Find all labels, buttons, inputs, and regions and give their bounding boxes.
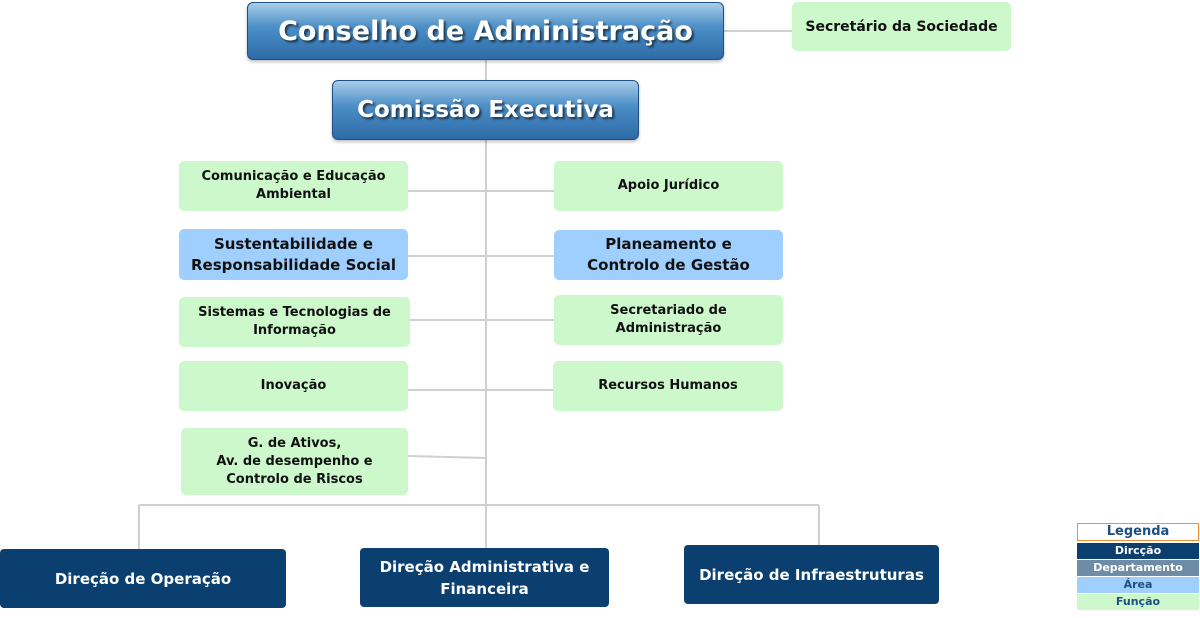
unit-secretariado: Secretariado de Administração <box>554 295 783 345</box>
secretary-box: Secretário da Sociedade <box>792 2 1011 51</box>
unit-label: Sistemas e Tecnologias de Informação <box>198 305 391 338</box>
legend-item-departamento: Departamento <box>1077 560 1199 576</box>
unit-inovacao: Inovação <box>179 361 408 411</box>
board-of-directors-box: Conselho de Administração <box>247 2 724 60</box>
unit-recursos-humanos: Recursos Humanos <box>553 361 783 411</box>
unit-label: Secretariado de Administração <box>610 303 727 336</box>
unit-label: G. de Ativos, Av. de desempenho e Contro… <box>216 435 373 487</box>
board-of-directors-label: Conselho de Administração <box>278 15 693 47</box>
directorate-label: Direção de Operação <box>54 569 232 588</box>
directorate-operacao: Direção de Operação <box>0 549 286 608</box>
connector-left-5 <box>407 455 487 459</box>
directorate-label: Direção de Infraestruturas <box>699 565 924 584</box>
directorate-administrativa: Direção Administrativa e Financeira <box>360 548 609 607</box>
directorate-label: Direção Administrativa e Financeira <box>379 557 590 598</box>
unit-sustentabilidade: Sustentabilidade e Responsabilidade Soci… <box>179 229 408 280</box>
legend-item-area: Área <box>1077 577 1199 593</box>
unit-label: Comunicação e Educação Ambiental <box>201 169 386 202</box>
executive-committee-label: Comissão Executiva <box>357 97 614 123</box>
legend-item-funcao: Função <box>1077 594 1199 610</box>
secretary-label: Secretário da Sociedade <box>805 18 998 35</box>
unit-sistemas: Sistemas e Tecnologias de Informação <box>179 297 410 347</box>
unit-label: Planeamento e Controlo de Gestão <box>587 235 750 274</box>
unit-planeamento: Planeamento e Controlo de Gestão <box>554 230 783 280</box>
directorate-infraestruturas: Direção de Infraestruturas <box>684 545 939 604</box>
legend-title: Legenda <box>1077 523 1199 541</box>
unit-label: Inovação <box>260 378 327 393</box>
executive-committee-box: Comissão Executiva <box>332 80 639 140</box>
unit-label: Apoio Jurídico <box>617 178 720 193</box>
unit-comunicacao: Comunicação e Educação Ambiental <box>179 161 408 211</box>
unit-label: Recursos Humanos <box>598 378 738 393</box>
legend-item-direcao: Dircção <box>1077 543 1199 559</box>
unit-label: Sustentabilidade e Responsabilidade Soci… <box>191 234 396 274</box>
unit-gestao-ativos: G. de Ativos, Av. de desempenho e Contro… <box>181 428 408 495</box>
unit-apoio-juridico: Apoio Jurídico <box>554 161 783 211</box>
